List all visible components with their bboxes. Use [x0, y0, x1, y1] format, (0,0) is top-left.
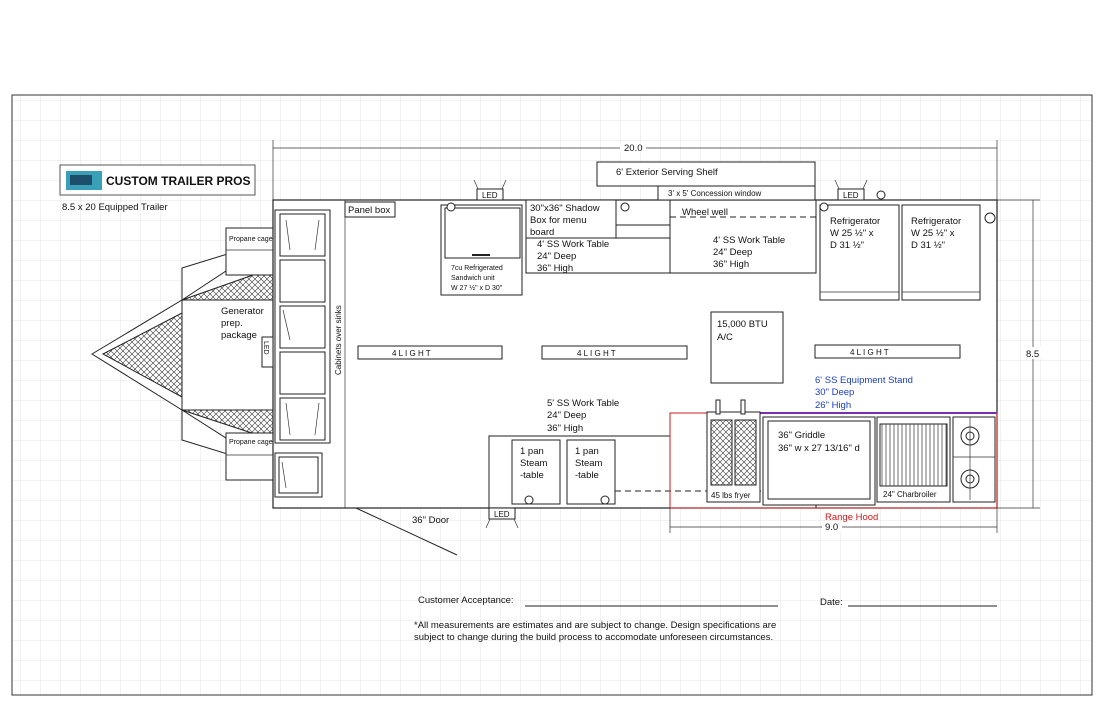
acceptance-label: Customer Acceptance: [418, 595, 514, 606]
shadow-box-1: 30"x36" Shadow [530, 203, 600, 214]
generator-label-1: Generator [221, 306, 264, 317]
dim-width: 8.5 [1026, 349, 1039, 360]
work4a-2: 24" Deep [537, 251, 576, 262]
light-3: 4 L I G H T [850, 348, 889, 357]
fryer: 45 lbs fryer [706, 399, 761, 503]
svg-text:Refrigerator: Refrigerator [830, 216, 880, 227]
work5-2: 24" Deep [547, 410, 586, 421]
sink-column: Cabinets over sinks LED [261, 200, 346, 508]
refrigerator-2: Refrigerator W 25 ½" x D 31 ½" [901, 204, 996, 301]
work5-1: 5' SS Work Table [547, 398, 619, 409]
door-label: 36" Door [412, 515, 449, 526]
svg-text:LED: LED [494, 510, 510, 519]
svg-text:-table: -table [575, 470, 599, 481]
svg-text:LED: LED [482, 191, 498, 200]
equip-stand-2: 30" Deep [815, 387, 854, 398]
generator-label-2: prep. [221, 318, 243, 329]
shadow-box-3: board [530, 227, 554, 238]
work4b-3: 36" High [713, 259, 749, 270]
svg-text:D 31 ½": D 31 ½" [911, 240, 945, 251]
work4a-1: 4' SS Work Table [537, 239, 609, 250]
work4a-3: 36" High [537, 263, 573, 274]
burner-range [952, 416, 996, 503]
disclaimer-2: subject to change during the build proce… [414, 632, 773, 643]
work4b-2: 24" Deep [713, 247, 752, 258]
charbroiler: 24" Charbroiler [876, 416, 951, 503]
light-2: 4 L I G H T [577, 349, 616, 358]
steam-table-2: 1 pan Steam -table [566, 439, 616, 505]
ac-2: A/C [717, 332, 733, 343]
sandwich-label-2: Sandwich unit [451, 275, 495, 282]
svg-text:D 31 ½": D 31 ½" [830, 240, 864, 251]
work5-3: 36" High [547, 423, 583, 434]
date-label: Date: [820, 597, 843, 608]
svg-text:45 lbs fryer: 45 lbs fryer [711, 491, 751, 500]
range-hood-label: Range Hood [825, 512, 878, 523]
refrigerator-1: Refrigerator W 25 ½" x D 31 ½" [819, 202, 900, 301]
led-top-1: LED [473, 179, 507, 201]
equip-stand-3: 26" High [815, 400, 851, 411]
svg-text:-table: -table [520, 470, 544, 481]
griddle: 36" Griddle 36" w x 27 13/16" d [762, 416, 876, 506]
sandwich-label-3: W 27 ½" x D 30" [451, 284, 503, 292]
propane-cage-top: Propane cage [229, 236, 273, 243]
svg-text:W 25 ½" x: W 25 ½" x [911, 228, 955, 239]
disclaimer-1: *All measurements are estimates and are … [414, 620, 776, 631]
concession-label: 3' x 5' Concession window [668, 189, 762, 198]
ac-1: 15,000 BTU [717, 319, 768, 330]
dim-length: 20.0 [624, 143, 643, 154]
shadow-box-2: Box for menu [530, 215, 587, 226]
svg-text:Refrigerator: Refrigerator [911, 216, 961, 227]
work4b-1: 4' SS Work Table [713, 235, 785, 246]
svg-text:LED: LED [843, 191, 859, 200]
svg-text:1 pan: 1 pan [520, 446, 544, 457]
led-left: LED [262, 341, 269, 355]
steam-table-1: 1 pan Steam -table [511, 439, 561, 505]
serving-shelf-label: 6' Exterior Serving Shelf [616, 167, 718, 178]
svg-text:24" Charbroiler: 24" Charbroiler [883, 490, 937, 499]
light-1: 4 L I G H T [392, 349, 431, 358]
propane-cage-bottom: Propane cage [229, 439, 273, 446]
panel-box-label: Panel box [348, 205, 391, 216]
dim-hood: 9.0 [825, 522, 838, 533]
generator-label-3: package [221, 330, 257, 341]
equip-stand-1: 6' SS Equipment Stand [815, 375, 913, 386]
svg-text:Steam: Steam [520, 458, 548, 469]
svg-text:Steam: Steam [575, 458, 603, 469]
svg-text:36" w x 27 13/16" d: 36" w x 27 13/16" d [778, 443, 860, 454]
brand-logo: CUSTOM TRAILER PROS [59, 164, 256, 196]
svg-text:W 25 ½" x: W 25 ½" x [830, 228, 874, 239]
wheel-well-label: Wheel well [682, 207, 728, 218]
svg-text:36" Griddle: 36" Griddle [778, 430, 825, 441]
led-top-2: LED [834, 179, 868, 201]
sandwich-label-1: 7cu Refrigerated [451, 265, 503, 272]
trailer-label: 8.5 x 20 Equipped Trailer [62, 202, 168, 213]
brand-name: CUSTOM TRAILER PROS [106, 174, 250, 188]
trailer-tongue: Generator prep. package Propane cage Pro… [91, 227, 274, 481]
cabinets-label: Cabinets over sinks [334, 305, 343, 375]
svg-text:1 pan: 1 pan [575, 446, 599, 457]
